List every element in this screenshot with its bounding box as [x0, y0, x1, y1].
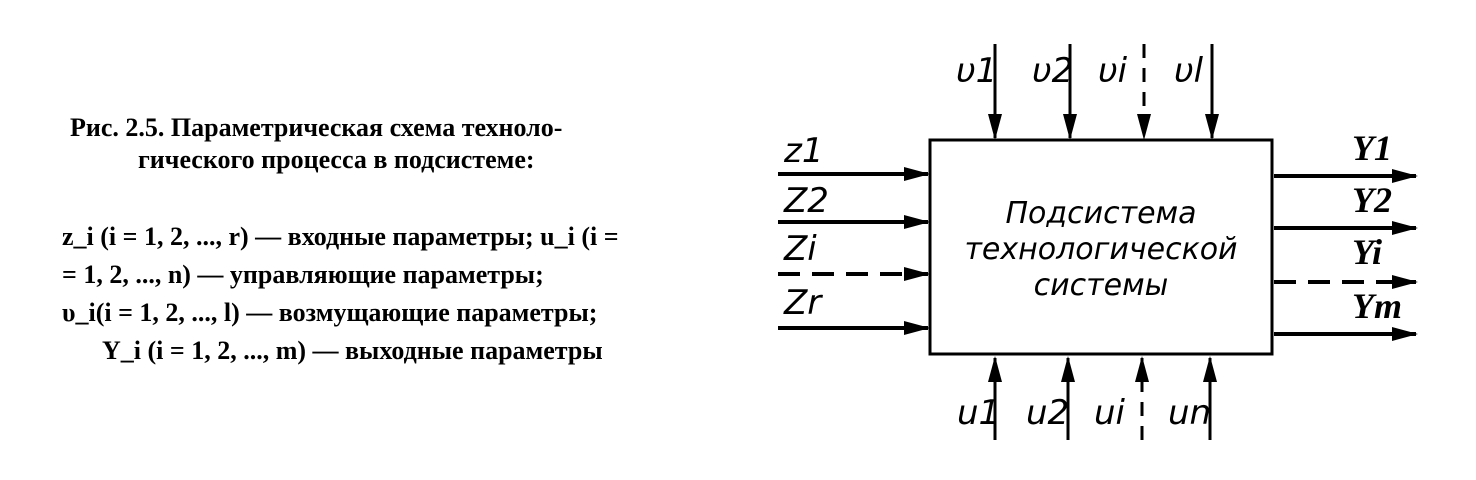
input-label-zi: Zi	[783, 229, 817, 269]
caption-line-2: гического процесса в подсистеме:	[138, 145, 535, 174]
figure-legend: z_i (i = 1, 2, ..., r) — входные парамет…	[62, 218, 728, 370]
disturbance-label-vi: υi	[1098, 51, 1128, 91]
output-label-yi: Yi	[1352, 232, 1382, 272]
block-label-line-3: системы	[1034, 268, 1169, 303]
legend-outputs: Y_i (i = 1, 2, ..., m) — выходные параме…	[102, 336, 603, 365]
legend-inputs: z_i (i = 1, 2, ..., r) — входные парамет…	[62, 222, 619, 251]
legend-disturbances: υ_i(i = 1, 2, ..., l) — возмущающие пара…	[62, 298, 598, 327]
disturbance-label-vl: υl	[1174, 51, 1204, 91]
control-label-ui: ui	[1094, 393, 1126, 433]
legend-controls: = 1, 2, ..., n) — управляющие параметры;	[62, 260, 544, 289]
input-label-z2: Z2	[783, 181, 829, 221]
input-label-z1: z1	[783, 131, 823, 171]
control-label-u2: u2	[1026, 393, 1069, 433]
caption-line-1: Рис. 2.5. Параметрическая схема техноло-	[70, 113, 563, 142]
output-label-y1: Y1	[1352, 128, 1392, 168]
control-label-u1: u1	[957, 393, 1000, 433]
disturbance-label-v1: υ1	[956, 51, 997, 91]
control-label-un: un	[1168, 393, 1211, 433]
figure-caption: Рис. 2.5. Параметрическая схема техноло-…	[70, 112, 730, 176]
subsystem-block	[928, 138, 1274, 356]
block-label-line-2: технологической	[964, 232, 1237, 267]
output-label-y2: Y2	[1352, 180, 1392, 220]
block-label-line-1: Подсистема	[1005, 196, 1196, 231]
input-label-zr: Zr	[783, 283, 823, 323]
disturbance-label-v2: υ2	[1032, 51, 1073, 91]
output-label-ym: Ym	[1352, 286, 1402, 326]
